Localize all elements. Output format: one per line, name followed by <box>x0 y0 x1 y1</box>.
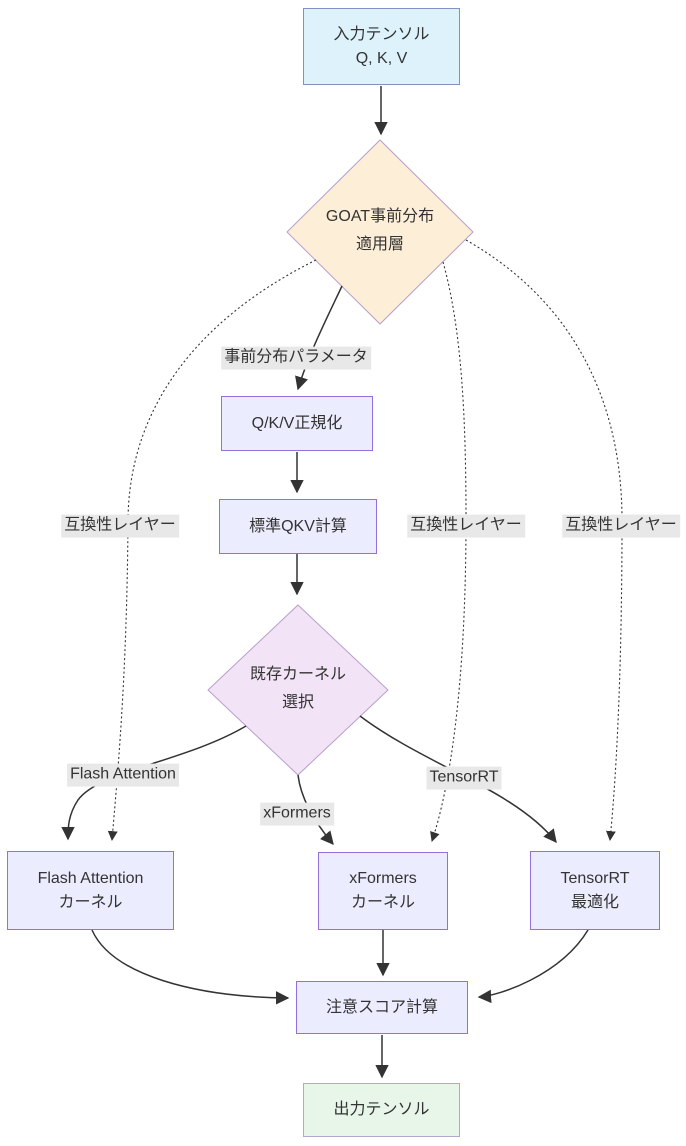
node-label: 選択 <box>281 694 315 711</box>
edge-flash-to-attention <box>91 929 290 1005</box>
node-qkv-normalization: Q/K/V正規化 <box>221 396 373 451</box>
node-label: 最適化 <box>570 893 619 911</box>
edge-label-compat-mid: 互換性レイヤー <box>407 514 525 538</box>
edge-tensorrt-to-attention <box>477 929 589 1004</box>
node-label: カーネル <box>350 894 415 911</box>
node-goat-prior-label: GOAT事前分布 適用層 <box>326 203 434 259</box>
node-flash-attention-kernel: Flash Attention カーネル <box>7 851 174 930</box>
node-label: 適用層 <box>355 236 404 253</box>
edge-goat-to-qkv-norm <box>295 285 343 391</box>
node-label: TensorRT <box>560 869 630 887</box>
edge-dotted-goat-to-xformers <box>430 261 467 842</box>
edge-label-xformers: xFormers <box>260 802 334 826</box>
node-label: 標準QKV計算 <box>249 517 347 535</box>
edge-label-tensorrt: TensorRT <box>426 766 502 790</box>
edge-label-compat-right: 互換性レイヤー <box>562 514 680 538</box>
node-label: Flash Attention <box>37 869 144 887</box>
node-kernel-select-label: 既存カーネル 選択 <box>250 661 346 717</box>
node-label: 注意スコア計算 <box>325 998 438 1016</box>
node-label: 入力テンソル <box>333 25 430 43</box>
node-xformers-kernel: xFormers カーネル <box>318 852 448 930</box>
goat-prior-diamond-shape <box>286 139 474 325</box>
edge-label-compat-left: 互換性レイヤー <box>61 514 179 538</box>
node-label: 既存カーネル <box>249 666 347 683</box>
node-label: GOAT事前分布 <box>325 208 435 225</box>
edge-label-flash-attention: Flash Attention <box>67 763 179 787</box>
node-label: Q, K, V <box>355 49 408 67</box>
node-standard-qkv-calc: 標準QKV計算 <box>219 499 377 554</box>
node-label: 出力テンソル <box>333 1101 430 1118</box>
node-label: xFormers <box>349 870 417 887</box>
edge-select-to-flash <box>61 725 247 841</box>
node-tensorrt-optimization: TensorRT 最適化 <box>530 851 660 930</box>
node-attention-score-calc: 注意スコア計算 <box>296 981 468 1034</box>
node-label: カーネル <box>58 893 123 911</box>
edge-dotted-goat-to-tensorrt <box>465 239 623 841</box>
node-label: Q/K/V正規化 <box>251 414 343 432</box>
edge-label-prior-params: 事前分布パラメータ <box>221 346 371 370</box>
node-output-tensor: 出力テンソル <box>303 1083 460 1137</box>
node-input-tensor: 入力テンソル Q, K, V <box>303 8 460 85</box>
